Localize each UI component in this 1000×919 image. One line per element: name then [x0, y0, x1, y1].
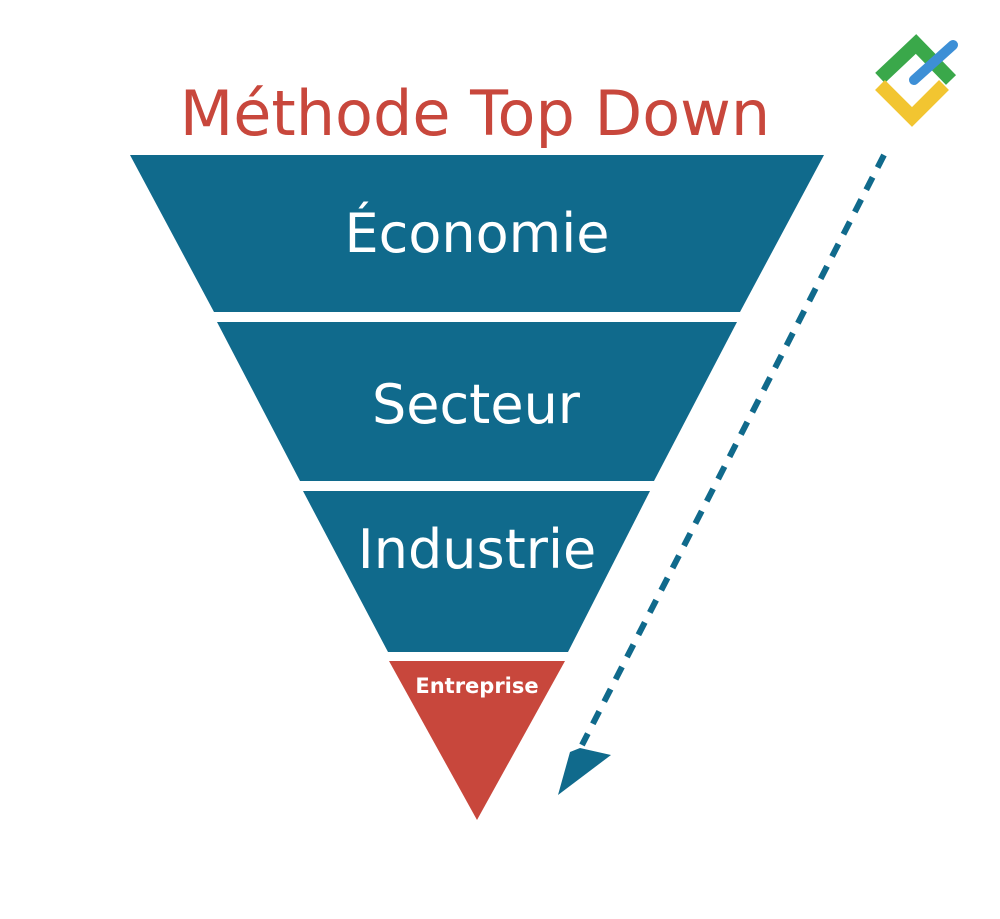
funnel-level-industrie-label: Industrie — [358, 518, 596, 581]
diagram-title: Méthode Top Down — [180, 77, 770, 150]
funnel-level-economie: Économie — [130, 155, 824, 312]
logo-yellow-stroke — [875, 80, 949, 127]
funnel-level-secteur-shape — [217, 322, 737, 481]
funnel-level-entreprise-label: Entreprise — [415, 674, 538, 698]
funnel-level-industrie: Industrie — [303, 491, 650, 652]
dashed-arrow-down-icon — [558, 153, 887, 795]
funnel: Économie Secteur Industrie Entreprise — [130, 155, 824, 820]
funnel-level-entreprise-shape — [389, 661, 565, 820]
logo-green-stroke — [875, 34, 957, 85]
funnel-level-economie-label: Économie — [345, 202, 610, 265]
funnel-level-entreprise: Entreprise — [389, 661, 565, 820]
brand-logo-icon — [875, 34, 958, 127]
funnel-level-industrie-shape — [303, 491, 650, 652]
logo-blue-stroke — [909, 40, 958, 85]
funnel-level-secteur-label: Secteur — [372, 373, 581, 436]
funnel-level-secteur: Secteur — [217, 322, 737, 481]
funnel-level-economie-shape — [130, 155, 824, 312]
dashed-arrow-line — [579, 153, 887, 747]
arrow-head — [558, 748, 611, 795]
